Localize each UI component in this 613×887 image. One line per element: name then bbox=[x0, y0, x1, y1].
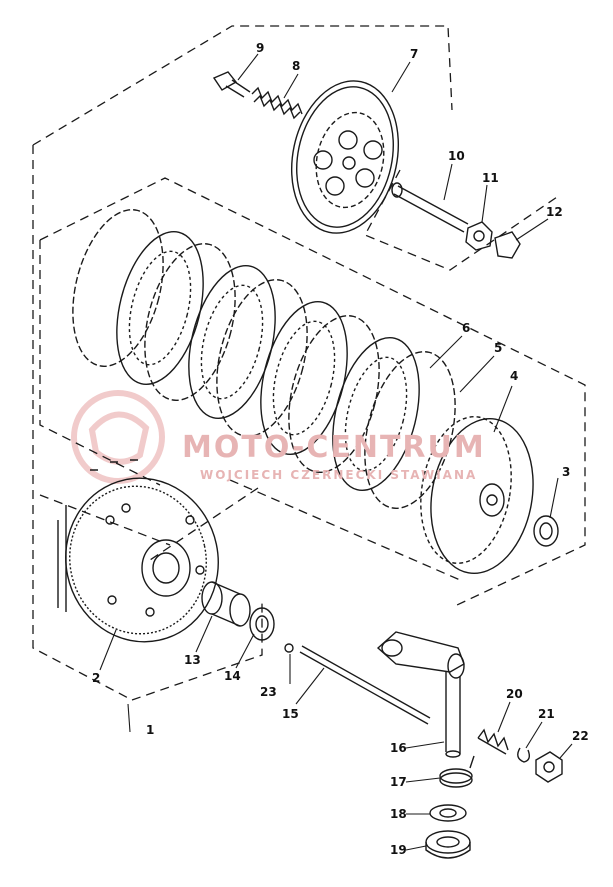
callout-13: 13 bbox=[184, 653, 201, 667]
callout-8: 8 bbox=[292, 59, 301, 73]
callout-20: 20 bbox=[506, 687, 523, 701]
watermark-subtitle: WOJCIECH CZERNECKI STAWIANA bbox=[200, 468, 478, 482]
clutch-plate-stack bbox=[72, 209, 456, 509]
callout-9: 9 bbox=[256, 41, 265, 55]
spacer-sleeve-13 bbox=[201, 581, 251, 627]
callout-3: 3 bbox=[562, 465, 571, 479]
return-spring-17 bbox=[439, 755, 475, 788]
callout-22: 22 bbox=[572, 729, 589, 743]
plain-washer-18 bbox=[429, 804, 467, 822]
callout-21: 21 bbox=[538, 707, 555, 721]
callout-23: 23 bbox=[260, 685, 277, 699]
adjusting-screw-20 bbox=[477, 728, 509, 755]
callout-14: 14 bbox=[224, 669, 241, 683]
callout-12: 12 bbox=[546, 205, 563, 219]
leader-lines bbox=[99, 53, 573, 851]
primary-driven-gear-2 bbox=[57, 459, 219, 643]
push-rod-10 bbox=[391, 182, 469, 233]
callout-10: 10 bbox=[448, 149, 465, 163]
callout-2: 2 bbox=[92, 671, 101, 685]
clutch-boss-4 bbox=[420, 416, 534, 575]
lock-washer-12 bbox=[494, 231, 521, 259]
watermark-brand: MOTO-CENTRUM bbox=[182, 430, 486, 465]
callout-4: 4 bbox=[510, 369, 519, 383]
callout-5: 5 bbox=[494, 341, 503, 355]
steel-ball-23 bbox=[284, 643, 294, 653]
push-lever-shaft-16 bbox=[376, 631, 465, 758]
watermark-logo bbox=[71, 390, 165, 484]
push-rod-15 bbox=[299, 645, 431, 725]
lock-nut-22 bbox=[535, 751, 563, 783]
circlip-21 bbox=[517, 747, 531, 763]
callout-19: 19 bbox=[390, 843, 407, 857]
callout-1: 1 bbox=[146, 723, 155, 737]
callout-16: 16 bbox=[390, 741, 407, 755]
spring-8 bbox=[251, 86, 303, 120]
callout-15: 15 bbox=[282, 707, 299, 721]
oil-seal-19 bbox=[425, 830, 471, 859]
callout-17: 17 bbox=[390, 775, 407, 789]
callout-6: 6 bbox=[462, 321, 471, 335]
nut-11 bbox=[465, 221, 493, 251]
callout-11: 11 bbox=[482, 171, 499, 185]
callout-18: 18 bbox=[390, 807, 407, 821]
bolt-9 bbox=[212, 71, 251, 98]
pressure-plate-7 bbox=[290, 80, 400, 234]
thrust-washer-3 bbox=[533, 515, 559, 547]
thrust-washer-14 bbox=[249, 607, 275, 641]
callout-7: 7 bbox=[410, 47, 419, 61]
